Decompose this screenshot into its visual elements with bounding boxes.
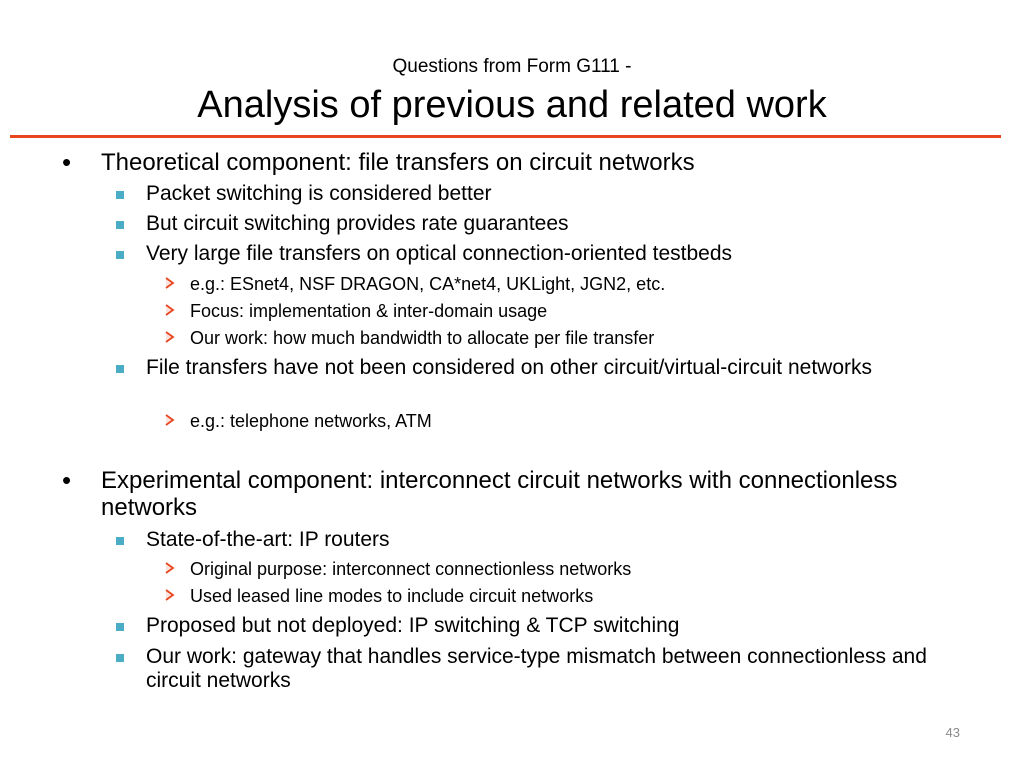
arrow-bullet-icon <box>165 562 175 574</box>
round-bullet-icon: • <box>62 147 72 177</box>
bullet-text: Packet switching is considered better <box>146 182 492 205</box>
bullet-text: e.g.: telephone networks, ATM <box>190 411 432 431</box>
title-divider <box>10 135 1001 138</box>
square-bullet-icon <box>116 221 124 229</box>
round-bullet-icon: • <box>62 465 72 495</box>
square-bullet-icon <box>116 654 124 662</box>
bullet-text: Very large file transfers on optical con… <box>146 242 733 265</box>
bullet-text: Proposed but not deployed: IP switching … <box>146 614 680 637</box>
arrow-bullet-icon <box>165 277 175 289</box>
bullet-text: Our work: how much bandwidth to allocate… <box>190 328 655 348</box>
bullet-text: But circuit switching provides rate guar… <box>146 212 569 235</box>
bullet-text: Focus: implementation & inter-domain usa… <box>190 301 548 321</box>
bullet-text: State-of-the-art: IP routers <box>146 528 390 551</box>
square-bullet-icon <box>116 365 124 373</box>
bullet-text: Experimental component: interconnect cir… <box>101 467 898 521</box>
arrow-bullet-icon <box>165 589 175 601</box>
square-bullet-icon <box>116 251 124 259</box>
bullet-text: Theoretical component: file transfers on… <box>101 149 695 176</box>
square-bullet-icon <box>116 191 124 199</box>
bullet-text: Original purpose: interconnect connectio… <box>190 559 632 579</box>
square-bullet-icon <box>116 623 124 631</box>
slide-title: Analysis of previous and related work <box>197 84 827 126</box>
arrow-bullet-icon <box>165 331 175 343</box>
arrow-bullet-icon <box>165 304 175 316</box>
bullet-text: File transfers have not been considered … <box>146 356 872 379</box>
page-number: 43 <box>945 725 960 740</box>
arrow-bullet-icon <box>165 414 175 426</box>
bullet-text: Our work: gateway that handles service-t… <box>146 645 927 692</box>
slide-subtitle: Questions from Form G111 - <box>392 56 632 77</box>
square-bullet-icon <box>116 537 124 545</box>
bullet-text: e.g.: ESnet4, NSF DRAGON, CA*net4, UKLig… <box>190 274 666 294</box>
bullet-text: Used leased line modes to include circui… <box>190 586 594 606</box>
